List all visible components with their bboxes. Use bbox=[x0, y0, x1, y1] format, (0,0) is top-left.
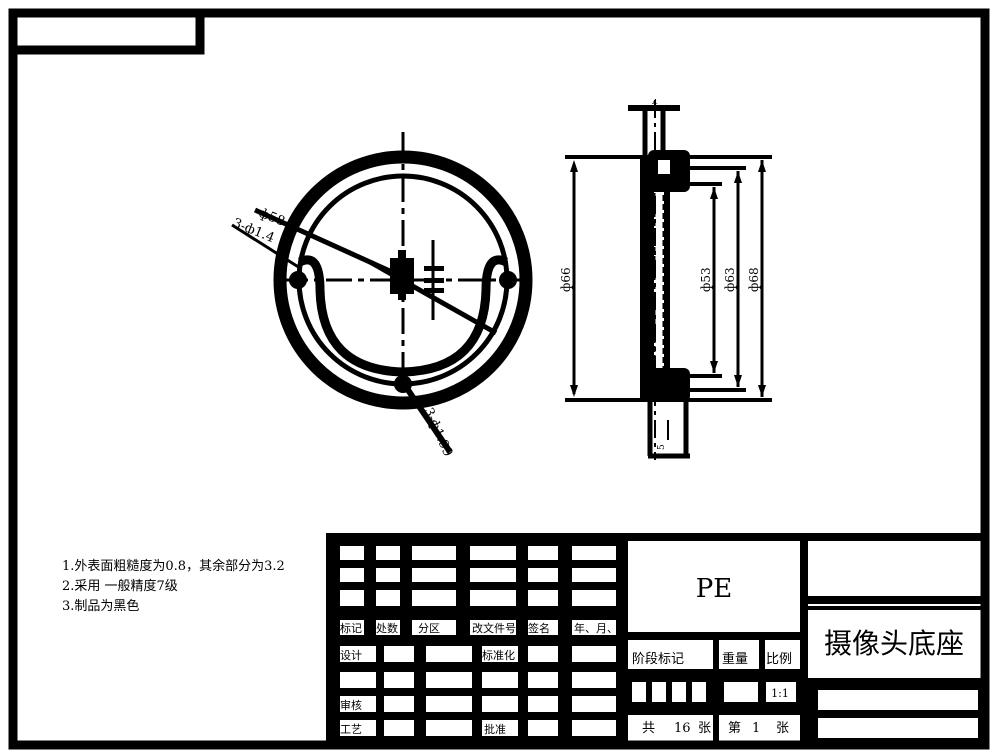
process-label: 工艺 bbox=[340, 723, 362, 736]
corner-code-box bbox=[13, 13, 205, 55]
review-label: 审核 bbox=[340, 698, 362, 712]
side-dim-d68: ф68 bbox=[747, 267, 761, 292]
header-mark: 标记 bbox=[340, 621, 362, 635]
front-view: ф58 3-ф1.4 3-ф1.99 bbox=[231, 132, 533, 459]
total-sheets: 16 bbox=[674, 721, 691, 736]
stage-mark-label: 阶段标记 bbox=[632, 652, 684, 667]
header-count: 处数 bbox=[376, 622, 398, 635]
total-unit: 张 bbox=[698, 721, 711, 736]
scale-value: 1:1 bbox=[771, 687, 789, 700]
technical-notes: 1.外表面粗糙度为0.8，其余部分为3.2 2.采用 一般精度7级 3.制品为黑… bbox=[62, 557, 285, 617]
part-name-text: 摄像头底座 bbox=[824, 627, 964, 660]
header-date: 年、月、日 bbox=[574, 621, 629, 635]
side-view: ф66 ф53 ф63 ф68 4 5 bbox=[559, 99, 772, 460]
side-dim-bottom-small: 5 bbox=[657, 444, 667, 450]
side-dim-d53: ф53 bbox=[699, 267, 713, 292]
note-1: 1.外表面粗糙度为0.8，其余部分为3.2 bbox=[62, 559, 285, 574]
front-dim-holes-b: 3-ф1.99 bbox=[420, 406, 455, 459]
header-zone: 分区 bbox=[418, 622, 440, 635]
note-2: 2.采用 一般精度7级 bbox=[62, 579, 178, 594]
sheet-unit: 张 bbox=[776, 721, 789, 736]
side-dim-d66: ф66 bbox=[559, 267, 573, 292]
header-change-doc: 改文件号 bbox=[472, 621, 516, 635]
total-label: 共 bbox=[642, 721, 655, 736]
side-dim-d63: ф63 bbox=[723, 267, 737, 292]
title-block: PE 摄像头底座 标记 处数 分区 改文件号 签名 年、月、日 设计 标准化 审… bbox=[326, 533, 989, 749]
design-label: 设计 bbox=[340, 649, 362, 662]
weight-label: 重量 bbox=[722, 651, 748, 667]
header-sign: 签名 bbox=[528, 621, 550, 635]
approve-label: 批准 bbox=[484, 722, 506, 736]
side-dim-top-small: 4 bbox=[652, 99, 658, 109]
sheet-number: 1 bbox=[752, 721, 760, 736]
scale-label: 比例 bbox=[766, 652, 792, 667]
standardization-label: 标准化 bbox=[482, 648, 515, 662]
note-3: 3.制品为黑色 bbox=[62, 599, 140, 614]
material-text: PE bbox=[696, 574, 732, 604]
sheet-label: 第 bbox=[728, 721, 741, 736]
